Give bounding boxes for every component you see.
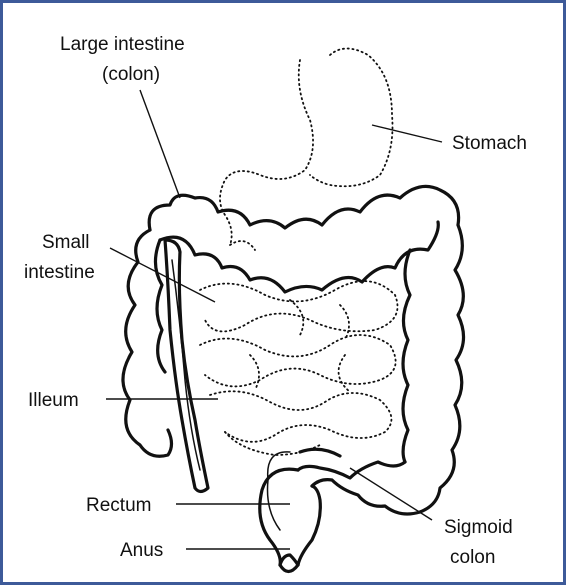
label-rectum: Rectum	[86, 495, 151, 516]
label-illeum: Illeum	[28, 390, 79, 411]
leader-stomach	[372, 125, 442, 142]
label-colon-paren: (colon)	[102, 64, 160, 85]
label-small: Small	[42, 232, 90, 253]
label-intestine: intestine	[24, 262, 95, 283]
colon-outline	[123, 186, 464, 571]
small-intestine-coils	[200, 281, 398, 455]
label-stomach: Stomach	[452, 133, 527, 154]
label-sigmoid-colon: colon	[450, 547, 495, 568]
label-large-intestine: Large intestine	[60, 34, 185, 55]
label-anus: Anus	[120, 540, 163, 561]
leader-small-intestine	[110, 248, 215, 302]
leader-sigmoid	[350, 468, 432, 520]
leader-large-intestine	[140, 90, 180, 198]
label-sigmoid: Sigmoid	[444, 517, 513, 538]
